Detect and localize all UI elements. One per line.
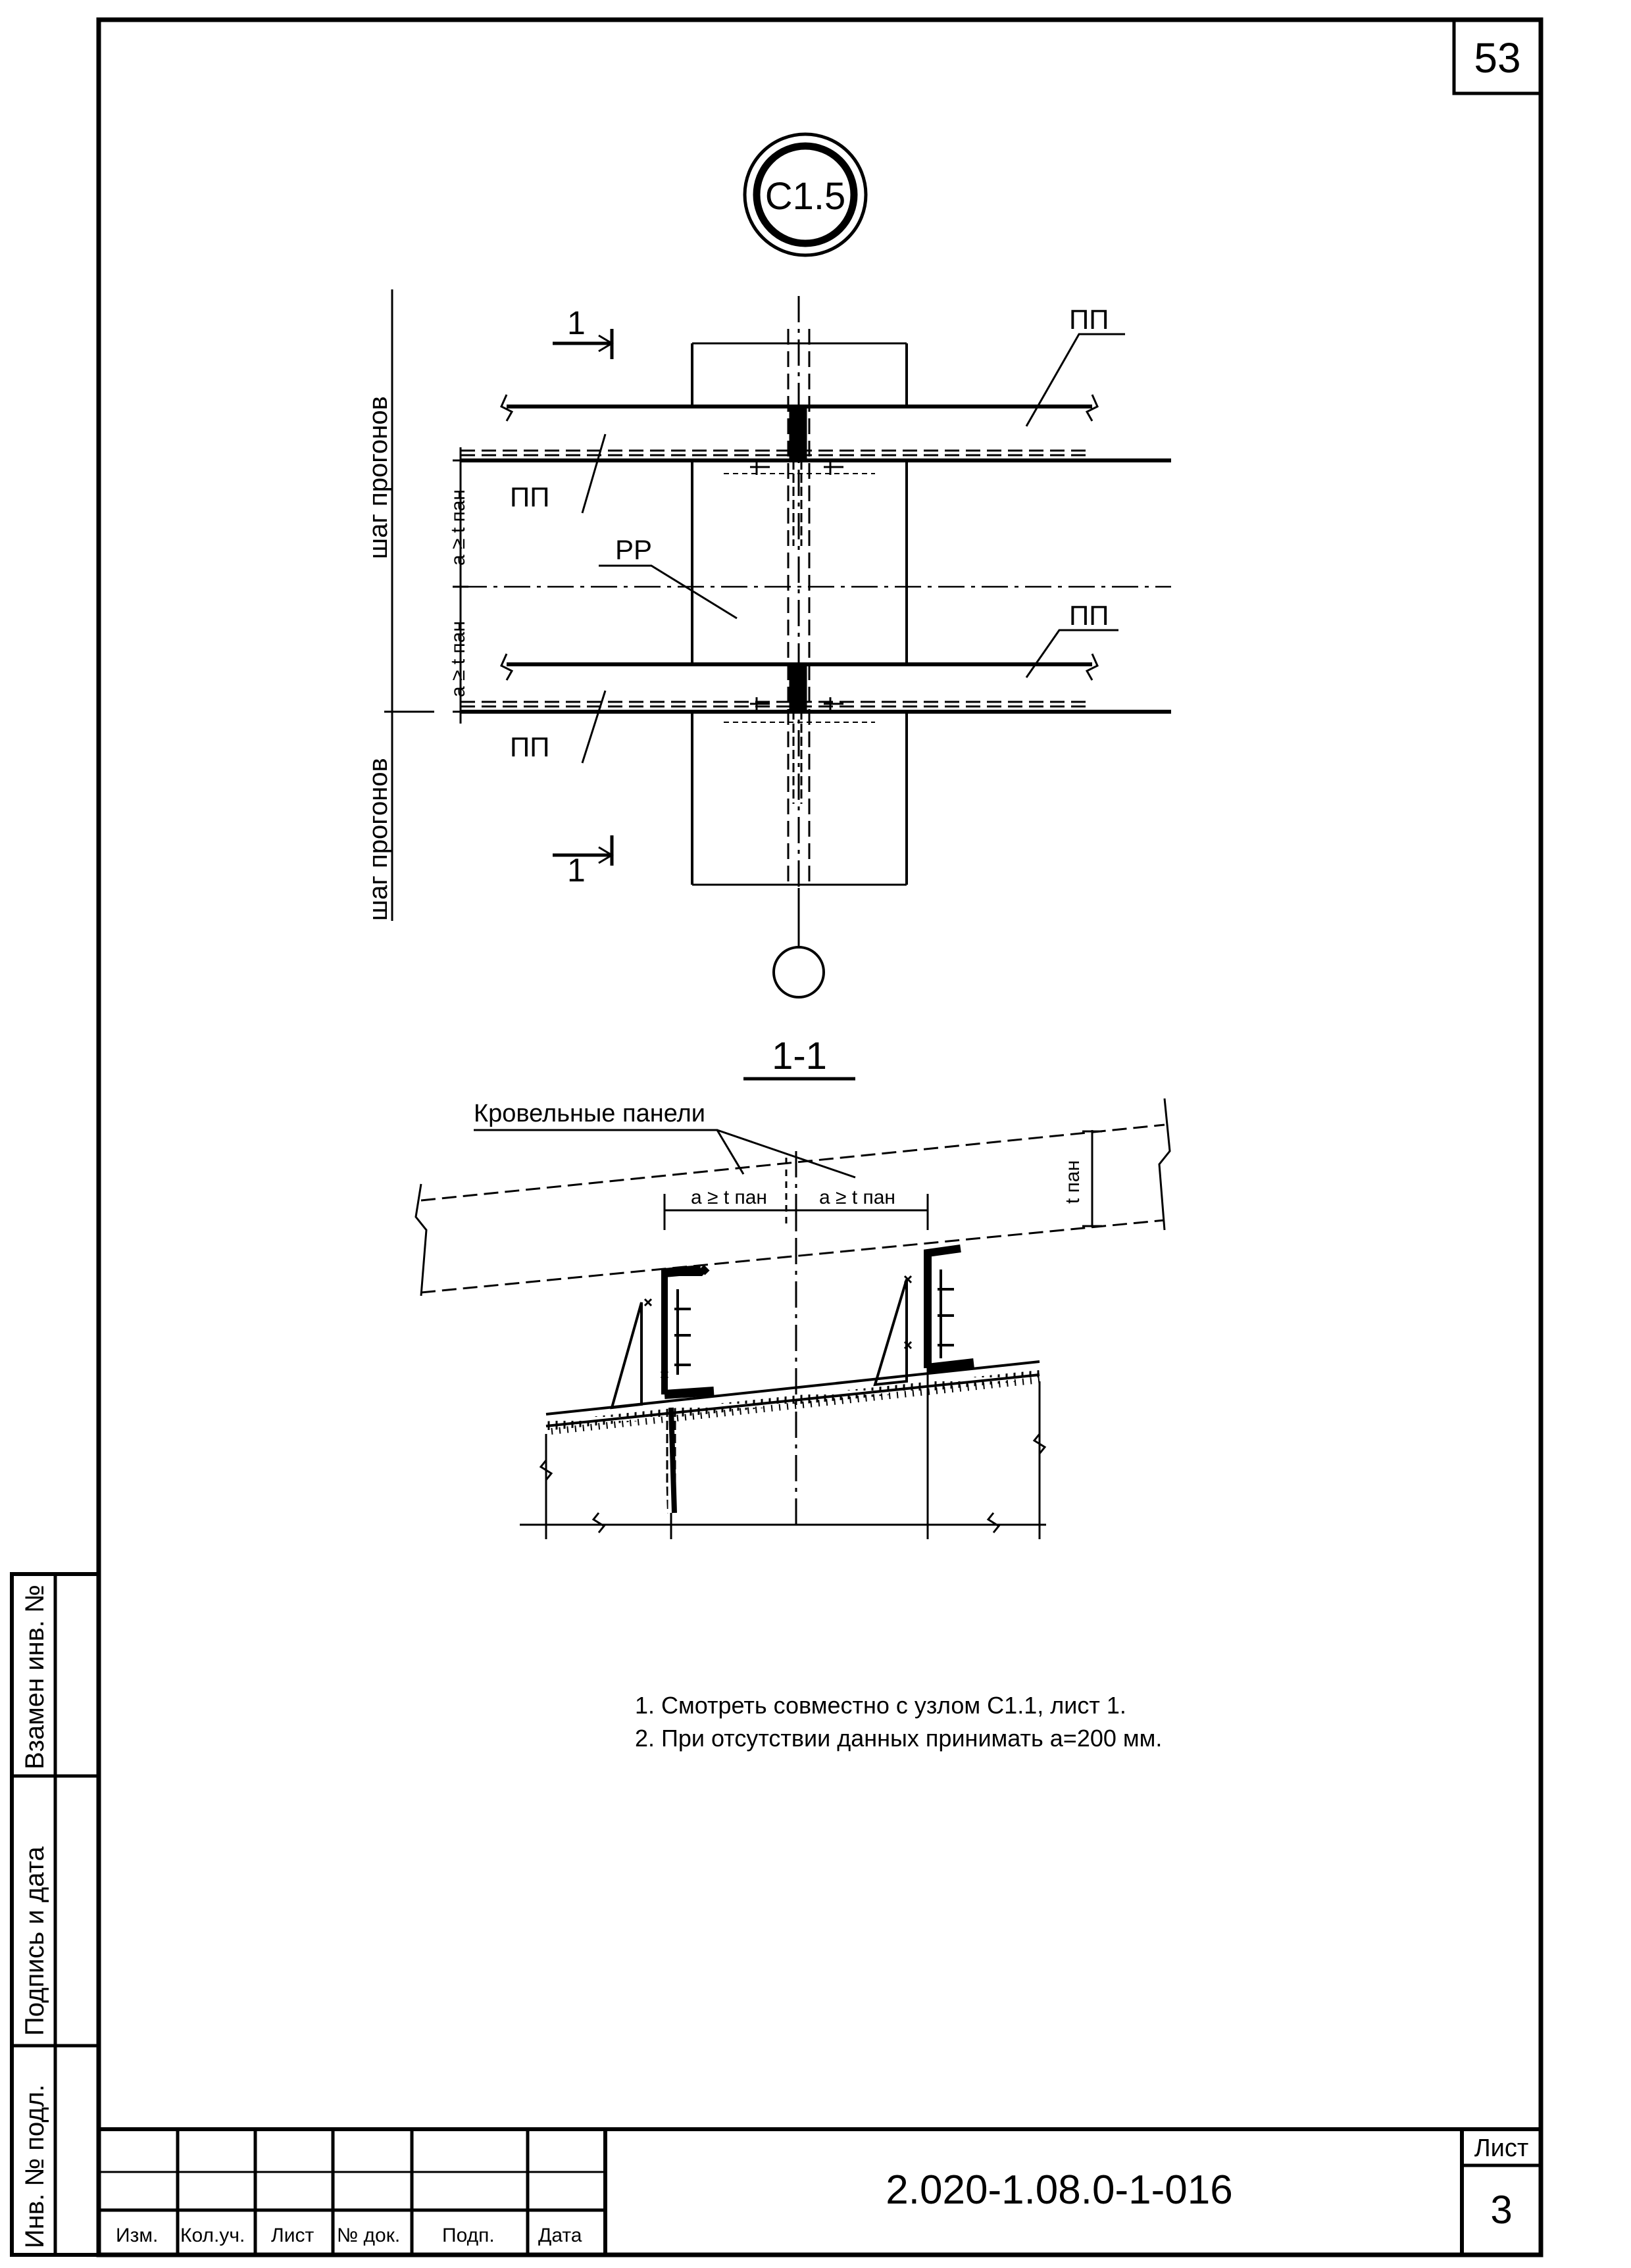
header-data: Дата xyxy=(538,2225,582,2246)
side-label-step-bottom: шаг прогонов xyxy=(364,758,393,921)
sign-date-label: Подпись и дата xyxy=(20,1846,49,2036)
left-strip: Взамен инв. № Подпись и дата Инв. № подл… xyxy=(10,1572,101,2257)
document-code: 2.020-1.08.0-1-016 xyxy=(886,2167,1232,2213)
pp-left-bottom: ПП xyxy=(510,731,549,762)
notes: 1. Смотреть совместно с узлом С1.1, лист… xyxy=(635,1692,1162,1752)
inv-replace-label: Взамен инв. № xyxy=(20,1585,49,1769)
note-2: 2. При отсутствии данных принимать a=200… xyxy=(635,1725,1162,1752)
corner-number-box xyxy=(1452,18,1543,95)
plan-labels: шаг прогонов шаг прогонов a ≥ t пан a ≥ … xyxy=(364,304,1109,921)
header-kol-uch: Кол.уч. xyxy=(180,2225,245,2246)
title-block-text: Изм. Кол.уч. Лист № док. Подп. Дата 2.02… xyxy=(116,2134,1528,2246)
sheet-label: Лист xyxy=(1474,2134,1529,2162)
dim-left-label: a ≥ t пан xyxy=(691,1187,767,1208)
node-marker: С1.5 xyxy=(743,132,868,257)
section-labels: 1-1 Кровельные панели a ≥ t пан a ≥ t па… xyxy=(474,1035,1084,1208)
header-doc-no: № док. xyxy=(337,2225,400,2246)
section-title: 1-1 xyxy=(772,1035,827,1077)
section-view xyxy=(414,1077,1171,1539)
roof-panels-label: Кровельные панели xyxy=(474,1100,705,1127)
header-list: Лист xyxy=(271,2225,314,2246)
header-izm: Изм. xyxy=(116,2225,158,2246)
note-1: 1. Смотреть совместно с узлом С1.1, лист… xyxy=(635,1692,1126,1719)
header-podp: Подп. xyxy=(442,2225,495,2246)
dim-a-top: a ≥ t пан xyxy=(447,489,469,566)
section-mark-bottom: 1 xyxy=(567,852,586,889)
node-marker-label: С1.5 xyxy=(765,175,846,218)
plan-view xyxy=(384,289,1171,998)
side-label-step-top: шаг прогонов xyxy=(364,396,393,559)
sheet-number: 3 xyxy=(1490,2188,1512,2232)
section-mark-top: 1 xyxy=(567,305,586,341)
pp-left-top: ПП xyxy=(510,481,549,512)
rr-label: РР xyxy=(615,534,652,565)
t-pan-label: t пан xyxy=(1062,1160,1084,1204)
pp-right-bottom: ПП xyxy=(1069,600,1109,631)
title-block xyxy=(99,2127,1541,2255)
pp-right-top: ПП xyxy=(1069,304,1109,335)
sheet-frame: 53 xyxy=(96,17,1543,2257)
dim-a-bottom: a ≥ t пан xyxy=(447,621,469,697)
inv-orig-label: Инв. № подл. xyxy=(20,2084,49,2248)
corner-number: 53 xyxy=(1474,34,1520,82)
dim-right-label: a ≥ t пан xyxy=(819,1187,895,1208)
